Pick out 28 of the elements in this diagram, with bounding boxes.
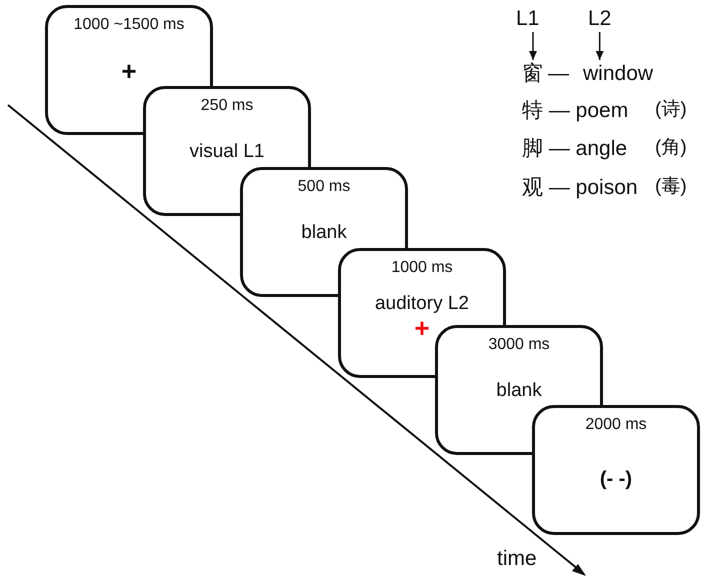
duration-text: 1000 ms xyxy=(391,259,453,277)
english-word: window xyxy=(583,63,654,84)
chinese-word: 窗 xyxy=(522,63,543,84)
column-heading: L2 xyxy=(588,8,612,29)
fixation-cross: + xyxy=(414,313,430,344)
arrow xyxy=(529,32,537,60)
chinese-word: (毒) xyxy=(655,177,687,196)
stimulus-text: blank xyxy=(301,222,347,244)
stimulus-text: (- -) xyxy=(600,468,632,491)
word-pair: 观 — poison xyxy=(522,177,638,198)
arrow xyxy=(596,32,604,60)
word-pair: 特 — poem xyxy=(522,100,628,121)
chinese-word: (角) xyxy=(655,138,687,157)
duration-text: 500 ms xyxy=(298,178,350,196)
duration-text: 3000 ms xyxy=(488,336,550,354)
dash: — xyxy=(548,63,569,84)
screen-frame xyxy=(532,405,700,535)
word-pair: 脚 — angle xyxy=(522,138,628,159)
column-heading: L1 xyxy=(516,8,540,29)
stimulus-text: blank xyxy=(496,380,542,402)
stimulus-text: visual L1 xyxy=(190,141,264,163)
duration-text: 250 ms xyxy=(200,97,254,115)
duration-text: 1000 ~1500 ms xyxy=(74,16,184,34)
stimulus-text: + xyxy=(121,56,137,87)
duration-text: 2000 ms xyxy=(585,416,647,434)
stimulus-text: auditory L2 xyxy=(374,293,469,315)
axis-label: time xyxy=(497,548,537,569)
chinese-word: (诗) xyxy=(655,100,687,119)
